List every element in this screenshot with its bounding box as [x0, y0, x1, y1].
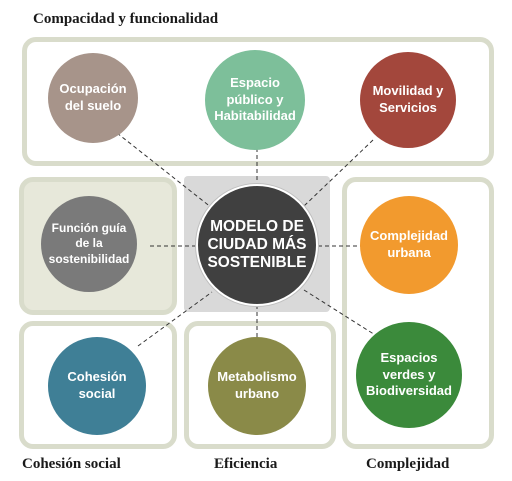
node-cohesion-text: Cohesión social	[67, 369, 127, 401]
node-ocupacion: Ocupación del suelo	[48, 53, 138, 143]
node-funcion-text: Función guía de la sostenibilidad	[48, 220, 130, 266]
node-complejidad-text: Complejidad urbana	[369, 228, 448, 260]
node-complejidad: Complejidad urbana	[360, 196, 458, 294]
node-funcion: Función guía de la sostenibilidad	[41, 196, 137, 292]
connector-ocupacion	[116, 132, 213, 209]
node-movilidad-text: Movilidad y Servicios	[372, 83, 444, 115]
label-cohesion: Cohesión social	[22, 456, 121, 472]
connector-espacios-verdes	[303, 289, 381, 339]
center-text: MODELO DE CIUDAD MÁS SOSTENIBLE	[207, 217, 307, 272]
node-cohesion: Cohesión social	[48, 337, 146, 435]
node-metabolismo: Metabolismo urbano	[208, 337, 306, 435]
center-node: MODELO DE CIUDAD MÁS SOSTENIBLE	[196, 184, 318, 306]
label-complejidad: Complejidad	[366, 456, 450, 472]
node-espacios-verdes-text: Espacios verdes y Biodiversidad	[366, 349, 452, 399]
label-eficiencia: Eficiencia	[214, 456, 278, 472]
node-espacio: Espacio público y Habitabilidad	[205, 50, 305, 150]
node-metabolismo-text: Metabolismo urbano	[217, 369, 297, 401]
connector-cohesion	[137, 291, 213, 347]
node-movilidad: Movilidad y Servicios	[360, 52, 456, 148]
node-espacios-verdes: Espacios verdes y Biodiversidad	[356, 322, 462, 428]
node-ocupacion-text: Ocupación del suelo	[59, 81, 127, 113]
node-espacio-text: Espacio público y Habitabilidad	[214, 74, 296, 124]
connector-movilidad	[303, 139, 374, 207]
label-compacidad: Compacidad y funcionalidad	[33, 11, 219, 27]
